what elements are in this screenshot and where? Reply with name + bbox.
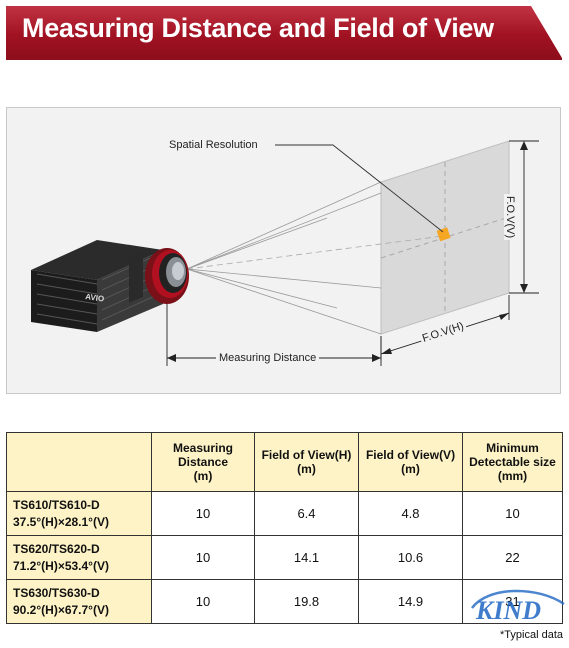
fov-v-cell: 4.8 (358, 491, 463, 536)
spatial-resolution-label: Spatial Resolution (169, 139, 258, 151)
kind-logo: KIND (470, 589, 565, 625)
header-fov-v: Field of View(V)(m) (358, 432, 463, 492)
center-axis (186, 235, 444, 270)
min-size-cell: 10 (462, 491, 563, 536)
measuring-distance-label: Measuring Distance (216, 352, 320, 364)
thermal-camera: AVIO (31, 240, 189, 332)
camera-brand-label: AVIO (85, 292, 105, 304)
header-fov-h: Field of View(H)(m) (254, 432, 359, 492)
title-banner (6, 6, 562, 58)
distance-cell: 10 (151, 579, 255, 624)
fov-v-cell: 10.6 (358, 535, 463, 580)
projection-lines (186, 181, 382, 335)
page-title: Measuring Distance and Field of View (22, 13, 494, 43)
svg-text:KIND: KIND (475, 596, 541, 625)
title-banner-shade (6, 6, 562, 58)
fov-v-label: F.O.V(V) (504, 194, 516, 241)
spatial-resolution-leader (275, 144, 444, 233)
spatial-resolution-spot (436, 227, 451, 242)
title-underline (6, 58, 562, 60)
distance-cell: 10 (151, 535, 255, 580)
fov-v-cell: 14.9 (358, 579, 463, 624)
fov-h-cell: 14.1 (254, 535, 359, 580)
fov-h-cell: 19.8 (254, 579, 359, 624)
fov-h-cell: 6.4 (254, 491, 359, 536)
typical-data-note: *Typical data (500, 629, 563, 641)
distance-cell: 10 (151, 491, 255, 536)
header-blank (6, 432, 152, 492)
min-size-cell: 22 (462, 535, 563, 580)
fov-diagram: AVIO Spatial Resolution Measuring Distan… (6, 107, 561, 394)
fov-diagram-svg: AVIO (31, 140, 539, 366)
